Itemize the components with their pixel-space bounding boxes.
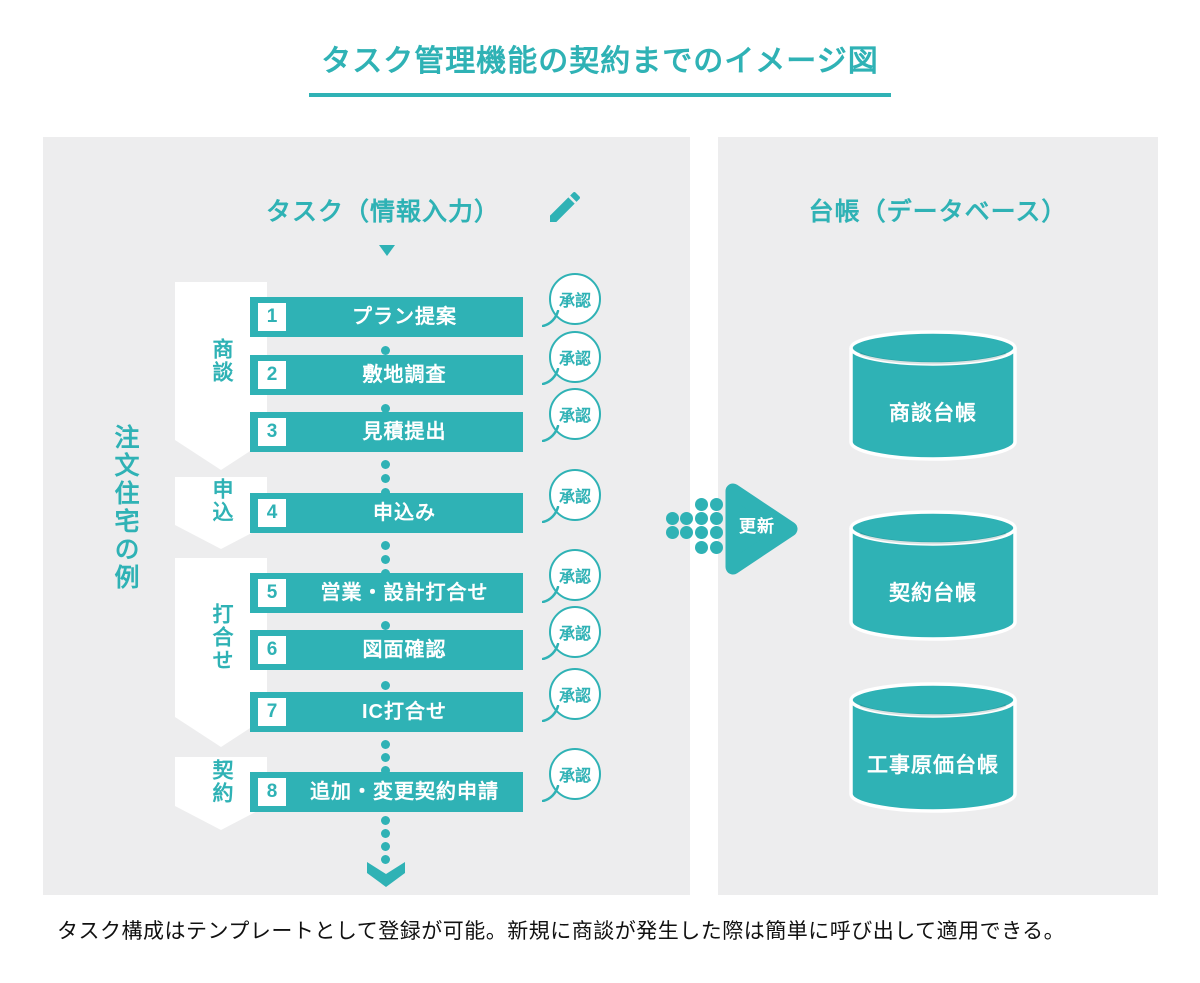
bubble-tail-icon [542,705,560,722]
task-number: 4 [258,499,286,527]
task-label: IC打合せ [362,701,447,723]
flow-dot [381,740,390,749]
flow-dot [381,474,390,483]
update-label: 更新 [739,517,775,536]
flow-dot [381,346,390,355]
bubble-tail-icon [542,506,560,523]
task-bar: 1 プラン提案 [250,297,523,337]
approval-bubble: 承認 [542,273,601,327]
connector-dot [694,525,708,539]
approval-bubble: 承認 [542,469,601,523]
flow-dot [381,621,390,630]
approval-bubble: 承認 [542,549,601,603]
example-label: 注文住宅の例 [111,424,139,592]
cylinder-shape-icon [849,682,1017,813]
cylinder-shape-icon [849,510,1017,641]
approval-bubble: 承認 [542,668,601,722]
flow-dot [381,855,390,864]
flow-dot [381,404,390,413]
connector-dot [709,511,723,525]
ledger-cylinder: 契約台帳 [848,510,1018,644]
task-label: 図面確認 [362,639,447,661]
task-bar: 5 営業・設計打合せ [250,573,523,613]
approval-bubble: 承認 [542,388,601,442]
connector-dot [694,540,708,554]
bubble-tail-icon [542,368,560,385]
bubble-tail-icon [542,643,560,660]
connector-dot [709,497,723,511]
ledger-label: 契約台帳 [889,582,977,605]
phase-label: 契約 [210,758,233,805]
bubble-tail-icon [542,586,560,603]
connector-dot [709,540,723,554]
bubble-tail-icon [542,310,560,327]
task-label: 営業・設計打合せ [320,582,489,604]
flow-dot [381,829,390,838]
task-bar: 4 申込み [250,493,523,533]
task-label: 申込み [373,502,436,524]
task-bar: 3 見積提出 [250,412,523,452]
connector-dot [665,511,679,525]
task-bar: 8 追加・変更契約申請 [250,772,523,812]
task-number: 1 [258,303,286,331]
connector-dot [665,525,679,539]
flow-dot [381,766,390,775]
task-number: 5 [258,579,286,607]
task-number: 8 [258,778,286,806]
flow-dot [381,753,390,762]
ledger-label: 工事原価台帳 [867,754,999,777]
flow-dot [381,541,390,550]
task-bar: 7 IC打合せ [250,692,523,732]
bubble-tail-icon [542,785,560,802]
task-label: 追加・変更契約申請 [310,781,499,803]
approval-bubble: 承認 [542,331,601,385]
phase-label: 打合せ [210,603,233,672]
cylinder-shape-icon [849,330,1017,461]
page-title: タスク管理機能の契約までのイメージ図 [309,36,891,97]
task-label: 敷地調査 [362,364,447,386]
task-number: 7 [258,698,286,726]
ledger-panel: 台帳（データベース） 商談台帳契約台帳工事原価台帳 [718,137,1158,895]
task-number: 2 [258,361,286,389]
connector-dot [694,497,708,511]
update-arrow-icon [724,482,802,581]
connector-dot [709,525,723,539]
page-title-wrap: タスク管理機能の契約までのイメージ図 [0,36,1200,97]
ledger-label: 商談台帳 [889,402,977,425]
flow-dot [381,681,390,690]
connector-dot [694,511,708,525]
flow-dot [381,488,390,497]
flow-dot [381,569,390,578]
flow-end-arrow-icon [367,862,405,893]
connector-dot [679,525,693,539]
flow-dot [381,555,390,564]
down-triangle-icon [379,245,395,256]
pencil-icon [545,187,585,232]
phase-label: 商談 [210,338,233,384]
task-number: 6 [258,636,286,664]
phase-label: 申込 [210,478,233,524]
task-panel-title: タスク（情報入力） [265,198,500,226]
task-label: 見積提出 [362,421,447,443]
flow-dot [381,842,390,851]
ledger-cylinder: 商談台帳 [848,330,1018,464]
ledger-cylinder: 工事原価台帳 [848,682,1018,816]
bubble-tail-icon [542,425,560,442]
approval-bubble: 承認 [542,748,601,802]
task-bar: 6 図面確認 [250,630,523,670]
task-bar: 2 敷地調査 [250,355,523,395]
flow-dot [381,460,390,469]
caption-text: タスク構成はテンプレートとして登録が可能。新規に商談が発生した際は簡単に呼び出し… [57,920,1066,943]
task-label: プラン提案 [352,306,457,328]
approval-bubble: 承認 [542,606,601,660]
task-number: 3 [258,418,286,446]
ledger-panel-title: 台帳（データベース） [808,198,1068,226]
connector-dot [679,511,693,525]
flow-dot [381,816,390,825]
